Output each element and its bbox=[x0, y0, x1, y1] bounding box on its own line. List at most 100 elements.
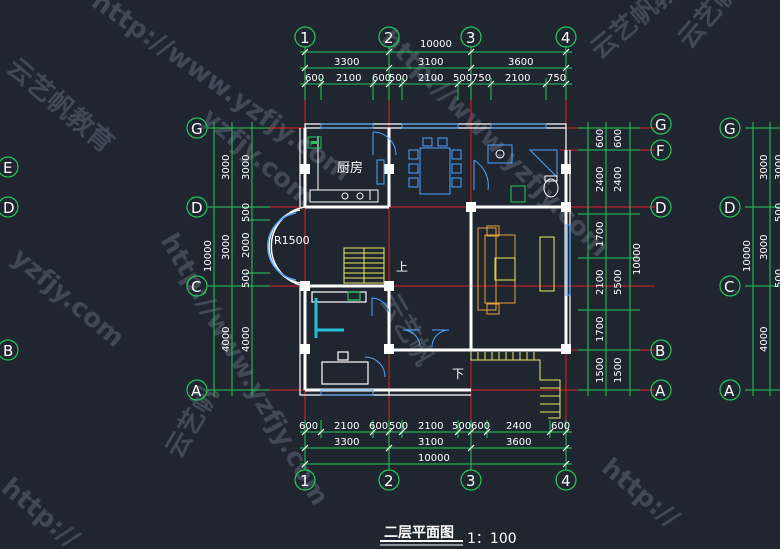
drawing-title-block: 二层平面图 1：100 bbox=[380, 525, 517, 547]
dim-bottom-part-6: 500 bbox=[452, 421, 471, 432]
kitchen-label: 厨房 bbox=[337, 160, 363, 176]
stair-down bbox=[470, 350, 561, 419]
stair-down-label: 下 bbox=[452, 367, 464, 381]
dim-top-part-7: 750 bbox=[472, 73, 491, 84]
dim-bottom-span-2: 3100 bbox=[418, 437, 443, 448]
watermark-brand-1: 云艺帆教育 bbox=[1, 52, 121, 159]
dim-left-part-1: 3000 bbox=[241, 155, 252, 180]
grid-row-a-left: A bbox=[191, 382, 202, 400]
dim-top-part-5: 2100 bbox=[418, 73, 443, 84]
bedroom-fixtures bbox=[311, 291, 369, 385]
dim-far-part-1: 3000 bbox=[774, 155, 780, 180]
dim-left-part-2: 500 bbox=[241, 203, 252, 222]
stair-up bbox=[343, 247, 385, 284]
top-dimensions: 10000 3300 3100 3600 600 2100 600 500 21… bbox=[305, 39, 566, 84]
dim-right-span-2: 2400 bbox=[595, 167, 606, 192]
dim-bottom-part-7: 600 bbox=[471, 421, 490, 432]
left-dimensions: 10000 3000 3000 4000 3000 500 2000 500 4… bbox=[203, 155, 252, 352]
radius-label: R1500 bbox=[274, 234, 310, 247]
grid-col-1-bottom: 1 bbox=[300, 472, 310, 490]
columns bbox=[300, 164, 571, 354]
dim-bottom-span-3: 3600 bbox=[506, 437, 531, 448]
dim-right-span2-3: 5500 bbox=[613, 270, 624, 295]
dim-top-span-3: 3600 bbox=[508, 57, 533, 68]
dim-top-part-1: 600 bbox=[305, 73, 324, 84]
dim-bottom-part-3: 600 bbox=[369, 421, 388, 432]
dim-right-span2-1: 600 bbox=[613, 129, 624, 148]
dim-bottom-part-5: 2100 bbox=[418, 421, 443, 432]
dimension-ticks bbox=[301, 48, 570, 468]
dim-far-span-3: 4000 bbox=[759, 327, 770, 352]
dining-table bbox=[408, 137, 462, 195]
grid-row-g-left: G bbox=[191, 120, 203, 138]
grid-col-1-top: 1 bbox=[300, 29, 310, 47]
grid-row-c-far: C bbox=[724, 278, 734, 296]
grid-row-c-left: C bbox=[191, 278, 201, 296]
grid-row-g-right: G bbox=[655, 116, 667, 134]
living-room-sofa bbox=[477, 225, 555, 315]
dim-bottom-part-9: 600 bbox=[551, 421, 570, 432]
grid-col-2-top: 2 bbox=[384, 29, 394, 47]
grid-row-b-right: B bbox=[655, 342, 665, 360]
dim-left-part-4: 500 bbox=[241, 269, 252, 288]
grid-row-a-right: A bbox=[655, 382, 666, 400]
grid-col-4-top: 4 bbox=[561, 29, 571, 47]
grid-row-b-edge: B bbox=[3, 342, 13, 360]
windows bbox=[320, 123, 571, 396]
dim-far-span-2: 3000 bbox=[759, 235, 770, 260]
dim-right-span2-4: 1500 bbox=[613, 358, 624, 383]
dim-far-part-4: 500 bbox=[774, 269, 780, 288]
grid-row-g-far: G bbox=[724, 120, 736, 138]
dim-right-overall: 10000 bbox=[632, 243, 643, 275]
dim-top-part-4: 500 bbox=[389, 73, 408, 84]
bay-window-arc bbox=[267, 206, 306, 287]
dim-right-span-5: 1700 bbox=[595, 317, 606, 342]
dim-left-span-1: 3000 bbox=[221, 155, 232, 180]
dim-far-overall: 10000 bbox=[742, 240, 753, 272]
grid-row-d-right: D bbox=[655, 199, 667, 217]
dim-right-span-1: 600 bbox=[595, 129, 606, 148]
right-dimensions: 600 2400 1700 2100 1700 1500 600 2400 55… bbox=[595, 129, 643, 383]
doors bbox=[364, 131, 489, 378]
dim-far-span-1: 3000 bbox=[759, 155, 770, 180]
watermark-url-2: http://www.yzfjy.com bbox=[375, 24, 615, 264]
watermark-url-5: http:// bbox=[0, 472, 85, 549]
far-right-dimensions: 3000 3000 4000 10000 3000 500 500 bbox=[742, 155, 780, 352]
dim-bottom-part-1: 600 bbox=[299, 421, 318, 432]
kitchen-fixtures bbox=[307, 136, 385, 203]
dim-top-part-2: 2100 bbox=[336, 73, 361, 84]
dim-right-span-4: 2100 bbox=[595, 270, 606, 295]
watermark-short-2: yzfjy.com bbox=[6, 242, 130, 353]
dim-top-part-8: 2100 bbox=[505, 73, 530, 84]
grid-row-e-edge: E bbox=[3, 159, 12, 177]
grid-row-f-right: F bbox=[656, 142, 665, 160]
dim-bottom-part-4: 500 bbox=[389, 421, 408, 432]
bottom-dimensions: 600 2100 600 500 2100 500 600 2400 600 3… bbox=[299, 421, 570, 464]
dim-left-overall: 10000 bbox=[203, 240, 214, 272]
watermark-brand-4: 云艺帆教育 bbox=[672, 0, 779, 54]
watermark-url-4: http:// bbox=[596, 452, 686, 534]
dim-right-span-3: 1700 bbox=[595, 222, 606, 247]
grid-bubbles bbox=[0, 26, 741, 491]
dim-far-part-2: 500 bbox=[774, 203, 780, 222]
drawing-title: 二层平面图 bbox=[384, 525, 454, 541]
dim-top-overall: 10000 bbox=[420, 39, 452, 50]
stair-up-label: 上 bbox=[396, 260, 408, 274]
grid-col-2-bottom: 2 bbox=[384, 472, 394, 490]
dim-right-span-6: 1500 bbox=[595, 358, 606, 383]
dim-bottom-part-8: 2400 bbox=[506, 421, 531, 432]
dim-bottom-span-1: 3300 bbox=[334, 437, 359, 448]
dim-top-part-3: 600 bbox=[372, 73, 391, 84]
grid-row-d-left: D bbox=[191, 199, 203, 217]
dimension-lines bbox=[208, 46, 780, 470]
dim-left-part-5: 4000 bbox=[241, 327, 252, 352]
drawing-scale: 1：100 bbox=[467, 531, 517, 547]
dim-top-span-1: 3300 bbox=[334, 57, 359, 68]
bathroom-fixtures bbox=[487, 144, 559, 203]
dim-left-part-3: 2000 bbox=[241, 233, 252, 258]
dim-left-span-3: 4000 bbox=[221, 327, 232, 352]
dim-top-part-6: 500 bbox=[453, 73, 472, 84]
dim-left-span-2: 3000 bbox=[221, 235, 232, 260]
